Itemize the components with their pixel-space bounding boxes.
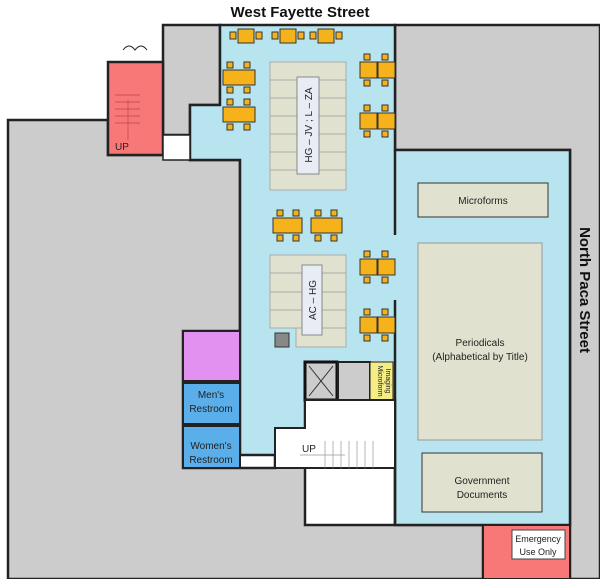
shelving-upper [269, 61, 347, 191]
emergency-stairwell[interactable]: Emergency Use Only [482, 524, 571, 579]
mens-restroom[interactable]: Men's Restroom [182, 382, 241, 425]
shelf-lower-label: AC – HG [308, 280, 319, 320]
womens-restroom[interactable]: Women's Restroom [182, 425, 241, 469]
door-west[interactable] [162, 134, 191, 161]
study-tables [222, 28, 396, 342]
street-north-label: West Fayette Street [231, 4, 370, 21]
microform-imaging-room[interactable]: Microform Imaging [369, 361, 394, 401]
column [274, 332, 290, 348]
utility-room [337, 361, 371, 401]
womens-label: Women's [190, 441, 231, 452]
periodicals-area[interactable]: Periodicals (Alphabetical by Title) [417, 242, 543, 441]
government-documents-area[interactable]: Government Documents [421, 452, 543, 513]
mens-label-2: Restroom [189, 404, 232, 415]
center-stair-up-label: UP [302, 444, 316, 455]
imaging-label: Microform [376, 365, 383, 396]
elevator-icon [308, 365, 334, 397]
mens-label: Men's [198, 390, 224, 401]
purple-room [182, 330, 241, 382]
street-east-label: North Paca Street [576, 227, 593, 353]
periodicals-sublabel: (Alphabetical by Title) [432, 352, 528, 363]
government-label: Government [454, 476, 509, 487]
shelving-lower [269, 254, 347, 348]
microforms-area[interactable]: Microforms [417, 182, 549, 218]
west-stair-up-label: UP [115, 142, 129, 153]
womens-label-2: Restroom [189, 455, 232, 466]
microforms-label: Microforms [458, 196, 507, 207]
shelf-upper-label: HG – JV ; L – ZA [304, 87, 315, 163]
imaging-label-2: Imaging [384, 369, 391, 394]
center-stairwell[interactable]: UP [274, 399, 396, 469]
emergency-label-2: Use Only [519, 547, 557, 557]
west-stairwell[interactable]: UP [106, 45, 165, 157]
periodicals-label: Periodicals [456, 338, 505, 349]
emergency-label: Emergency [515, 534, 561, 544]
government-label-2: Documents [457, 490, 508, 501]
